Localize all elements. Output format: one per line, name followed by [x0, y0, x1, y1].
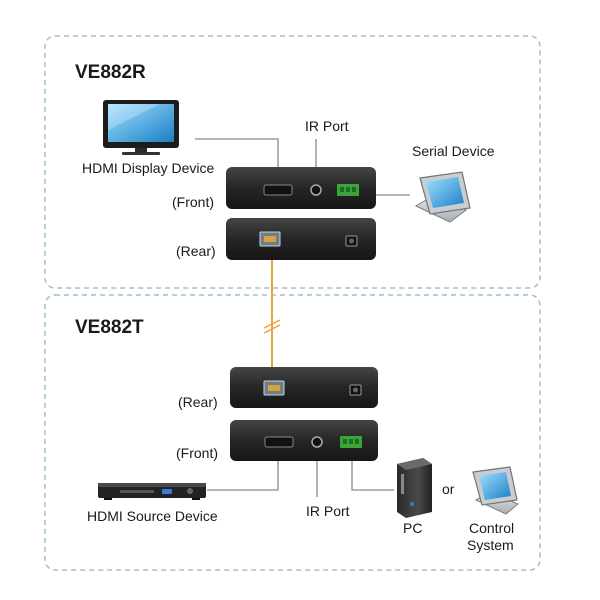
hdmi-port-icon	[264, 436, 294, 448]
hdmi-source-label: HDMI Source Device	[87, 508, 218, 524]
receiver-rear-label: (Rear)	[176, 243, 216, 259]
pc-label: PC	[403, 520, 422, 536]
pc-tower-icon	[397, 458, 432, 518]
hdmi-display-label: HDMI Display Device	[82, 160, 214, 176]
receiver-front-unit	[226, 167, 376, 209]
tv-monitor-icon	[103, 100, 179, 155]
hdmi-port-icon	[263, 184, 293, 196]
dvd-player-icon	[98, 483, 206, 500]
touch-panel-icon	[472, 466, 519, 515]
transmitter-rear-unit	[230, 367, 378, 408]
fiber-break-mark	[263, 319, 281, 329]
transmitter-panel	[44, 294, 541, 571]
ir-port-icon	[310, 184, 322, 196]
receiver-ir-port-label: IR Port	[305, 118, 349, 134]
receiver-title: VE882R	[75, 62, 146, 83]
transmitter-rear-label: (Rear)	[178, 394, 218, 410]
transmitter-serial-cable	[351, 455, 394, 491]
transmitter-front-label: (Front)	[176, 445, 218, 461]
receiver-rear-unit	[226, 218, 376, 260]
receiver-panel	[44, 35, 541, 289]
ir-port-icon	[311, 436, 323, 448]
control-system-label-line2: System	[467, 537, 514, 553]
touch-panel-icon	[414, 171, 471, 223]
transmitter-hdmi-cable	[207, 455, 279, 491]
control-system-label-line1: Control	[469, 520, 514, 536]
transmitter-front-unit	[230, 420, 378, 461]
transmitter-title: VE882T	[75, 317, 144, 338]
fiber-break-mark	[263, 324, 281, 334]
receiver-front-label: (Front)	[172, 194, 214, 210]
or-label: or	[442, 481, 455, 497]
transmitter-ir-port-label: IR Port	[306, 503, 350, 519]
serial-device-label: Serial Device	[412, 143, 495, 159]
